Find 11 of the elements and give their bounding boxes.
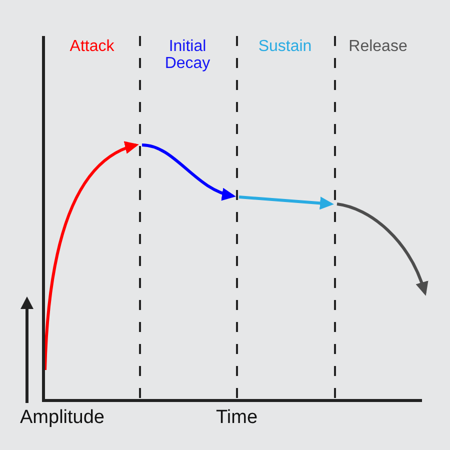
phase-band xyxy=(42,36,139,402)
curved-arrow xyxy=(142,144,236,200)
phase-label: Release xyxy=(348,38,408,55)
phase-label: Sustain xyxy=(258,38,312,55)
phase-label: Attack xyxy=(70,38,114,55)
curved-arrow xyxy=(336,202,428,296)
axis-label: Time xyxy=(216,407,258,429)
arrow xyxy=(238,196,334,210)
axis-label: Amplitude xyxy=(20,407,104,429)
phase-label: Initial Decay xyxy=(164,38,212,72)
curved-arrow xyxy=(44,142,139,370)
